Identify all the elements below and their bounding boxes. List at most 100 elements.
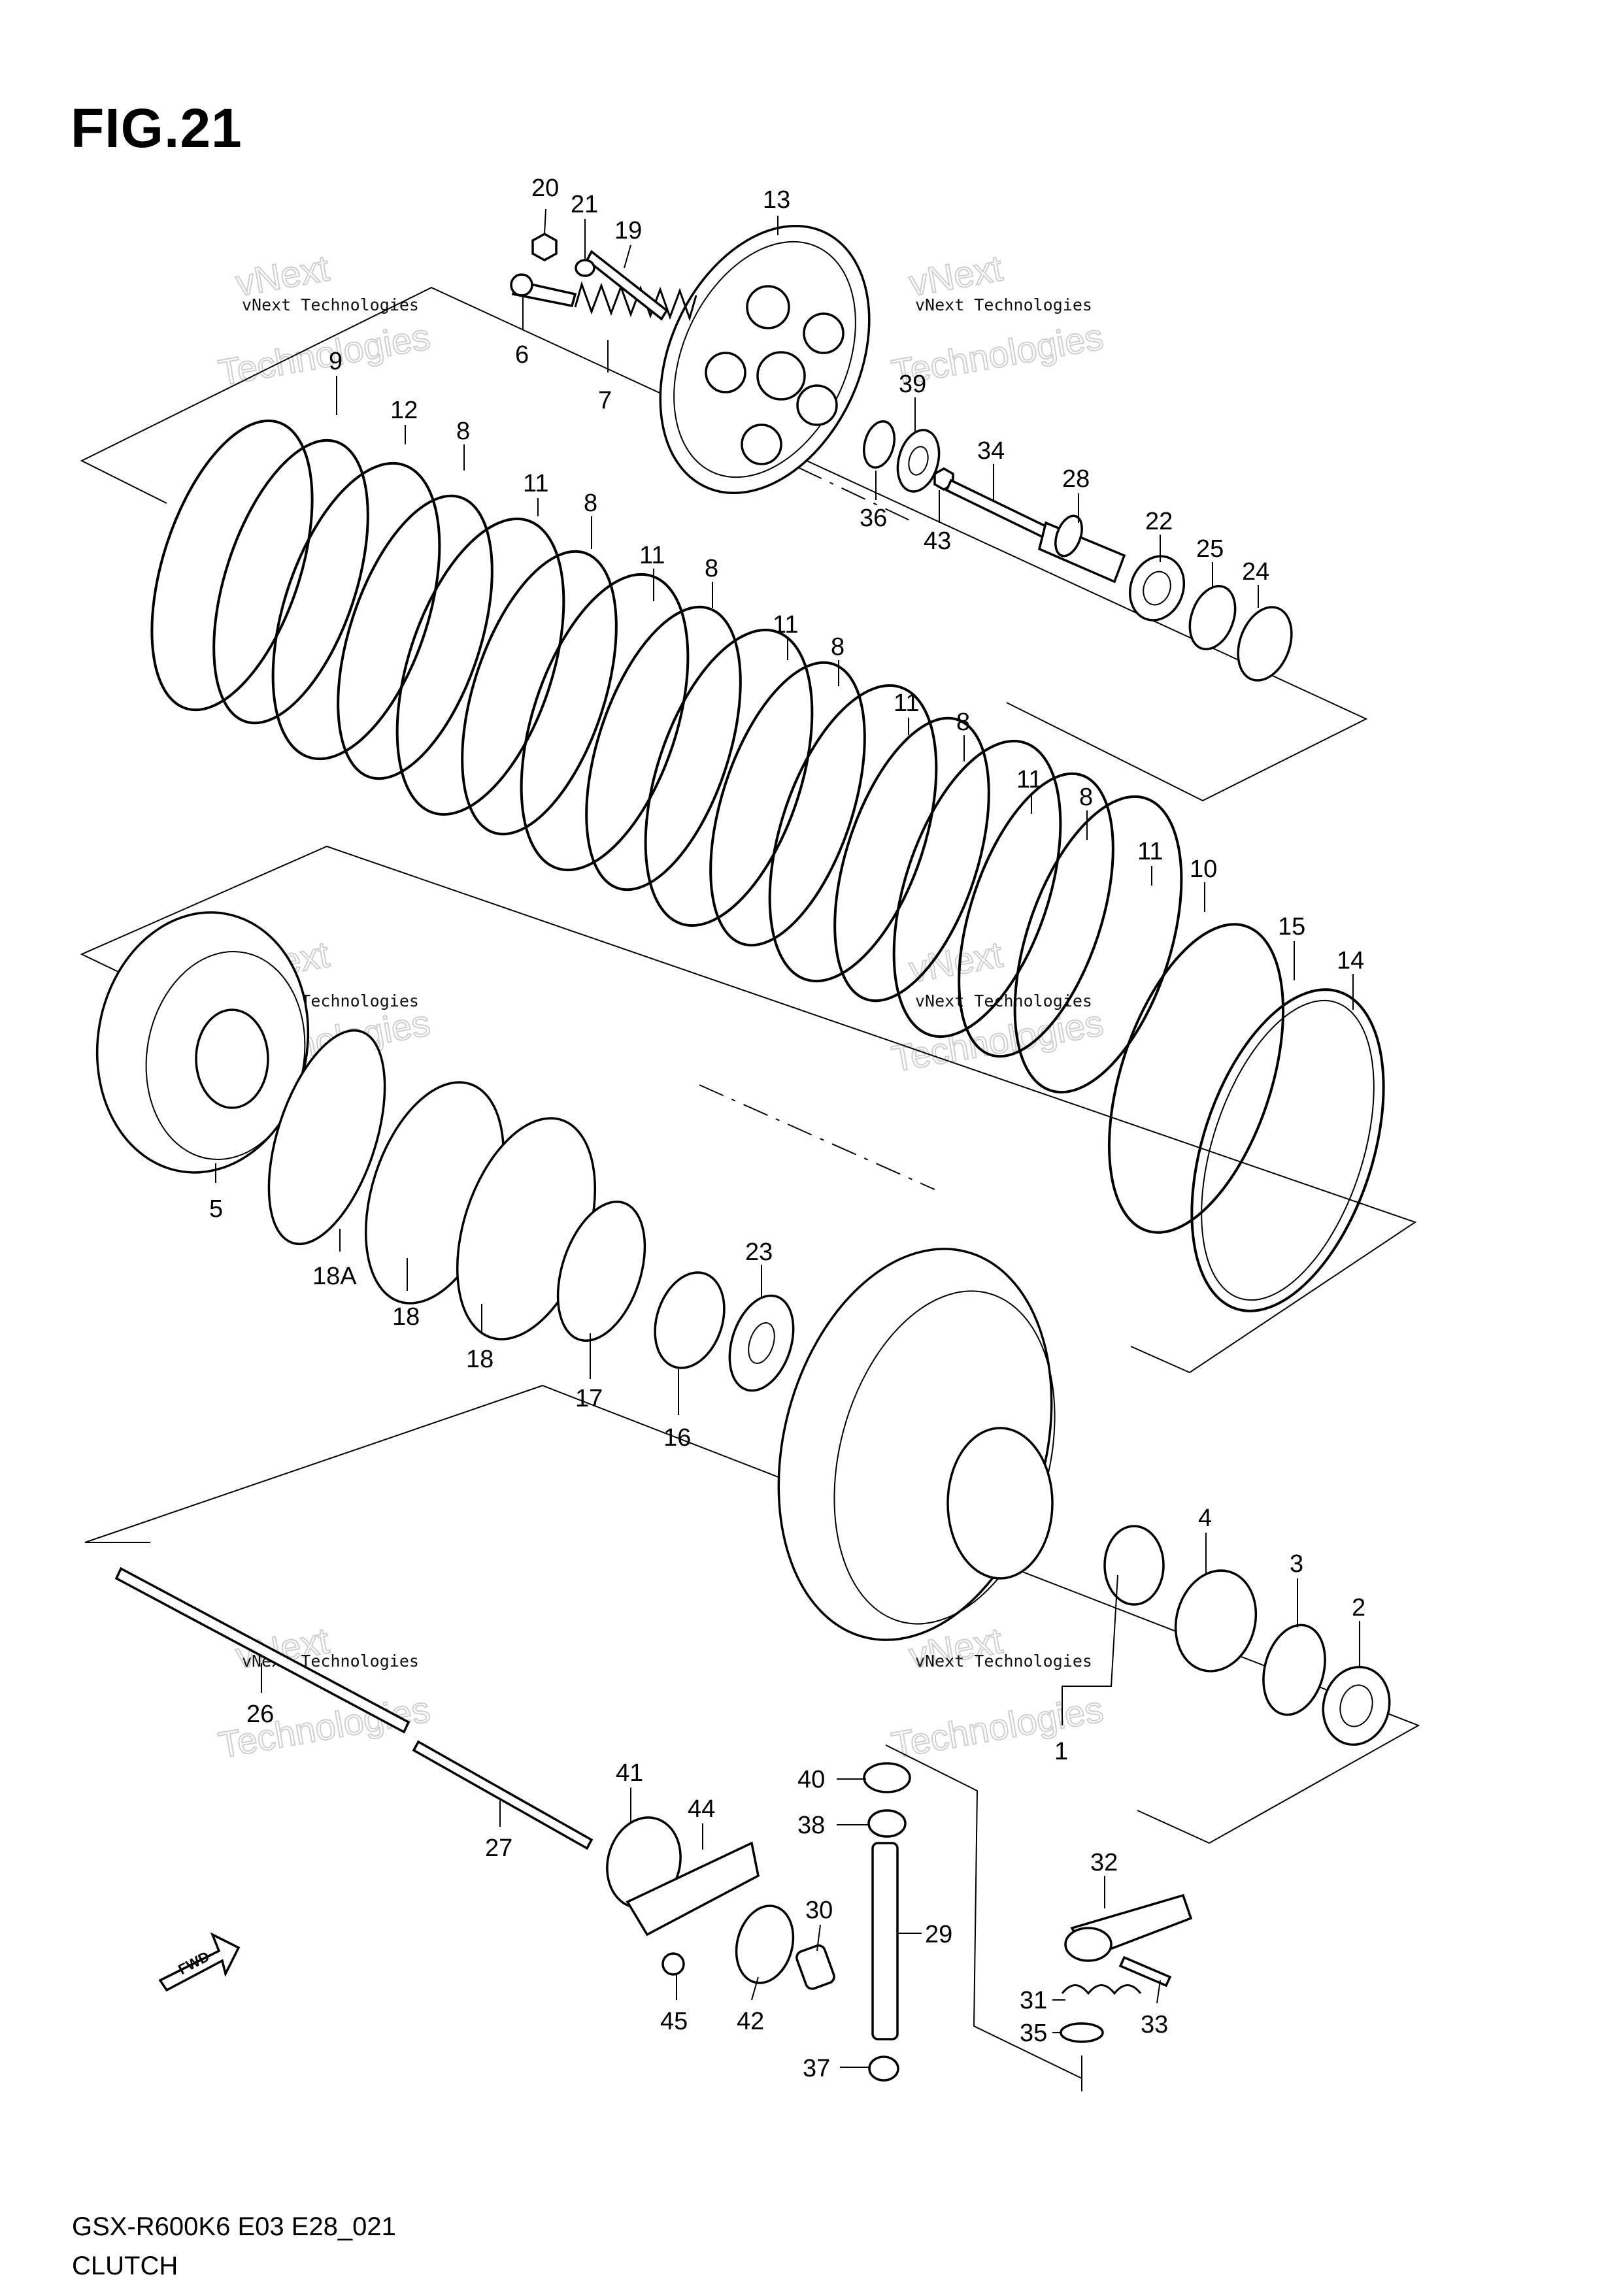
- washer-25: [1188, 585, 1237, 650]
- callout-8a: 8: [456, 418, 470, 445]
- leader-20: [544, 208, 546, 235]
- nut-20: [531, 232, 558, 262]
- steel-plate-11b: [461, 550, 618, 836]
- callout-20: 20: [531, 175, 559, 202]
- lever-32-boss: [1064, 1927, 1113, 1962]
- callout-14: 14: [1337, 947, 1364, 974]
- callout-33: 33: [1141, 2011, 1168, 2038]
- model-code: GSX-R600K6 E03 E28_021: [72, 2212, 396, 2241]
- washer-23-inner: [748, 1322, 775, 1364]
- callout-15: 15: [1278, 913, 1305, 940]
- callout-41: 41: [616, 1759, 643, 1787]
- callout-43: 43: [924, 527, 951, 555]
- friction-plate-8a: [271, 461, 441, 761]
- hub-5-center: [195, 1008, 269, 1109]
- leader-lines: [215, 208, 1360, 2068]
- gear-1-hub: [946, 1427, 1054, 1580]
- washer-24: [1237, 606, 1293, 682]
- watermark-small-6: vNext Technologies: [915, 1652, 1092, 1671]
- callout-9: 9: [329, 348, 343, 375]
- boss-1: [746, 285, 790, 329]
- pin-19: [585, 250, 669, 321]
- spacer-2: [1322, 1665, 1391, 1746]
- callout-8c: 8: [705, 555, 718, 582]
- callout-8f: 8: [1079, 784, 1093, 811]
- watermark-small-2: vNext Technologies: [915, 295, 1092, 314]
- axis-line-upper: [666, 405, 916, 524]
- callout-8e: 8: [956, 708, 970, 736]
- callout-26: 26: [246, 1701, 274, 1728]
- leader-42: [751, 1976, 759, 2001]
- bearing-37: [868, 2055, 899, 2082]
- callout-30: 30: [805, 1897, 833, 1924]
- friction-plate-8c: [520, 573, 690, 872]
- seal-40: [863, 1762, 911, 1793]
- callout-8d: 8: [831, 633, 845, 661]
- hub-16: [654, 1271, 726, 1369]
- watermark-big-4a: vNext: [906, 933, 1005, 990]
- bearing-4: [1174, 1569, 1258, 1672]
- washer-35: [1060, 2022, 1104, 2043]
- spring-7: [574, 281, 697, 322]
- watermark-big-4b: Technologies: [889, 1002, 1107, 1080]
- callout-6: 6: [515, 341, 529, 369]
- callout-18b: 18: [466, 1346, 494, 1373]
- rod-34: [945, 478, 1054, 541]
- clutch-plate-stack: [150, 419, 1385, 1312]
- release-mechanism: [606, 1762, 1193, 2082]
- ring-14: [1190, 988, 1385, 1312]
- callout-35: 35: [1020, 2020, 1047, 2047]
- callout-45: 45: [660, 2008, 688, 2035]
- callout-34: 34: [977, 437, 1005, 465]
- callout-2: 2: [1352, 1594, 1365, 1622]
- callout-11d: 11: [894, 690, 919, 717]
- callout-22: 22: [1145, 508, 1173, 535]
- friction-plate-10: [1013, 795, 1183, 1094]
- plate-44: [626, 1841, 760, 1937]
- callout-36: 36: [860, 505, 887, 532]
- steel-plate-11a: [337, 494, 494, 780]
- friction-plate-8b: [395, 517, 565, 816]
- primary-driven-gear-1: [777, 1248, 1391, 1746]
- rod-28-collar: [1054, 514, 1083, 557]
- callout-16: 16: [663, 1424, 691, 1452]
- steel-plate-11e: [833, 716, 990, 1003]
- callout-11b: 11: [639, 542, 665, 569]
- callout-31: 31: [1020, 1987, 1047, 2014]
- nut-22: [1128, 555, 1186, 622]
- diagram-caption: CLUTCH: [72, 2252, 178, 2280]
- callout-29: 29: [925, 1921, 952, 1948]
- callout-3: 3: [1290, 1550, 1303, 1578]
- frame-upper: [80, 286, 1368, 802]
- callout-19: 19: [614, 217, 642, 244]
- callout-39: 39: [899, 371, 926, 398]
- spacer: [1103, 1525, 1165, 1606]
- callout-4: 4: [1198, 1505, 1212, 1532]
- callout-11a: 11: [523, 470, 548, 497]
- callout-8b: 8: [584, 490, 597, 517]
- fwd-arrow: FWD: [158, 1932, 241, 1992]
- screw-45: [661, 1952, 685, 1976]
- spring-31: [1061, 1984, 1142, 1995]
- figure-title: FIG.21: [71, 97, 243, 159]
- plate-12: [212, 439, 369, 725]
- hub-5-face: [145, 951, 306, 1160]
- callout-12: 12: [390, 397, 418, 424]
- wire-ring-18A: [267, 1029, 386, 1246]
- callout-24: 24: [1242, 558, 1269, 586]
- washer-3: [1262, 1623, 1326, 1716]
- seat-17: [556, 1201, 646, 1342]
- steel-plate-11f: [958, 772, 1114, 1058]
- callout-11e: 11: [1016, 766, 1042, 793]
- callout-18A: 18A: [312, 1263, 357, 1290]
- callout-44: 44: [688, 1795, 715, 1823]
- watermark-big-6b: Technologies: [889, 1688, 1107, 1766]
- leader-33: [1156, 1980, 1161, 2004]
- callout-17: 17: [575, 1385, 603, 1412]
- callout-21: 21: [571, 191, 598, 218]
- fwd-arrow-icon: [158, 1932, 241, 1992]
- steel-plate-11c: [585, 605, 742, 891]
- push-rod-26: [114, 1567, 410, 1734]
- callout-10: 10: [1190, 856, 1217, 883]
- washer-23: [728, 1294, 795, 1392]
